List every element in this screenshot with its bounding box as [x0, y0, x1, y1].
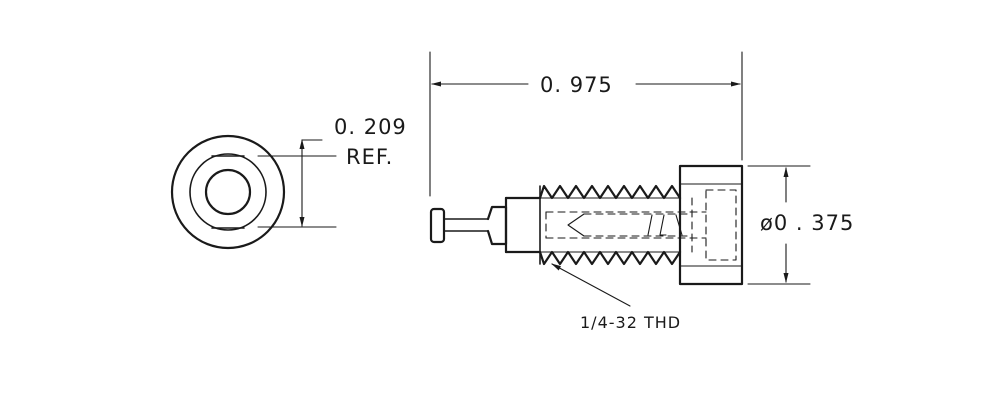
- end-view-inner-circle: [204, 168, 252, 216]
- collar: [486, 205, 508, 246]
- end-view: [170, 134, 286, 250]
- hidden-spring-right: [675, 214, 683, 236]
- diameter-dimension: ø0 . 375: [747, 165, 854, 285]
- end-view-outer-circle: [170, 134, 286, 250]
- hex-width-dimension: 0. 209 REF.: [257, 115, 407, 228]
- side-view: [429, 164, 744, 286]
- hex-width-value: 0. 209: [334, 115, 407, 139]
- hidden-drill-point: [567, 213, 585, 237]
- hex-width-ref: REF.: [346, 145, 393, 169]
- hidden-spring-left: [647, 214, 653, 236]
- overall-length-value: 0. 975: [540, 73, 613, 97]
- hex-head: [678, 164, 744, 286]
- thread-bottom: [538, 250, 682, 266]
- thread-note: 1/4-32 THD: [580, 313, 681, 332]
- tip-head: [429, 207, 446, 244]
- overall-length-dimension: 0. 975: [429, 51, 743, 197]
- thread-leader: [551, 263, 631, 307]
- hidden-socket: [705, 189, 737, 261]
- thread-top: [538, 184, 682, 200]
- thread-callout: 1/4-32 THD: [551, 263, 681, 332]
- hidden-spring-mid: [659, 214, 667, 236]
- end-view-hex-outline: [189, 153, 267, 231]
- diameter-value: ø0 . 375: [760, 211, 854, 235]
